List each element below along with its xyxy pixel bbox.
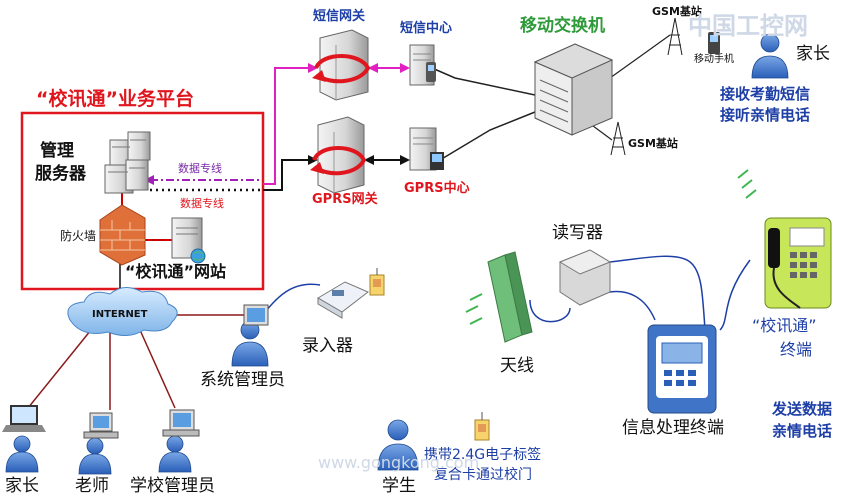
teacher-computer-icon [83,412,119,439]
info-terminal-icon [647,324,717,414]
student-card-icon [474,412,490,441]
id-card-icon [369,268,385,296]
tag-note-1: 携带2.4G电子标签 [424,447,542,463]
sysadmin-computer-icon [243,304,269,326]
parent-person-icon [5,435,39,473]
antenna-label: 天线 [500,356,534,376]
laptop-icon [2,405,46,432]
enroller-device-icon [317,281,369,319]
parent-label: 家长 [5,476,39,496]
management-server-icon [104,131,151,194]
mobile-switch-icon [533,43,614,136]
gsm-top-label: GSM基站 [652,5,702,18]
gprs-gateway-icon [310,116,367,194]
gprs-center-icon [409,127,444,171]
antenna-icon [465,251,533,343]
data-line-bottom-label: 数据专线 [180,197,224,210]
gsm-tower-bottom-icon [610,121,626,156]
gsm-tower-top-icon [667,17,683,56]
mobile-switch-label: 移动交换机 [520,16,605,36]
website-label: “校讯通”网站 [125,262,227,281]
sys-admin-label: 系统管理员 [200,370,285,390]
sms-center-icon [409,44,436,86]
gprs-gateway-label: GPRS网关 [312,192,378,207]
website-server-icon [171,217,206,264]
watermark-url: www.gongkong.com [318,453,480,472]
platform-title: “校讯通”业务平台 [36,88,194,110]
mobile-phone-icon [708,32,720,54]
xxt-terminal-label-2: 终端 [780,340,813,359]
internet-cloud-icon [67,287,178,336]
watermark-logo: 中国工控网 [688,12,808,40]
teacher-person-icon [78,437,112,475]
reader-label: 读写器 [552,223,603,243]
xxt-terminal-label-1: “校讯通” [752,316,817,335]
student-label: 学生 [382,476,416,496]
parent-top-label: 家长 [796,44,830,64]
parent-top-person-icon [751,33,789,79]
student-person-icon [377,419,419,471]
tag-note-2: 复合卡通过校门 [434,467,532,483]
internet-label: INTERNET [92,309,148,320]
terminal-label: 信息处理终端 [622,418,724,438]
gprs-link [263,159,310,191]
send-data-label-2: 亲情电话 [772,422,833,440]
management-server-label-2: 服务器 [35,164,86,184]
management-server-label-1: 管理 [40,141,74,161]
sys-admin-person-icon [231,320,269,367]
gsm-bottom-label: GSM基站 [628,137,678,150]
xxt-terminal-icon [764,217,832,309]
sms-link [263,67,310,185]
enroller-label: 录入器 [302,336,353,356]
firewall-icon [99,204,146,266]
reader-device-icon [558,249,612,306]
parent-desc-1: 接收考勤短信 [720,85,811,103]
sms-gateway-label: 短信网关 [313,9,366,24]
admin-computer-icon [162,409,200,437]
parent-desc-2: 接听亲情电话 [720,106,811,124]
sms-center-label: 短信中心 [400,21,453,36]
firewall-label: 防火墙 [60,229,97,243]
gprs-center-label: GPRS中心 [404,181,470,196]
school-admin-label: 学校管理员 [130,476,215,496]
school-admin-person-icon [158,435,192,473]
data-line-top-label: 数据专线 [178,162,222,175]
platform-frame [20,111,265,291]
teacher-label: 老师 [75,476,109,496]
send-data-label-1: 发送数据 [772,400,833,418]
sms-gateway-icon [312,29,371,101]
mobile-phone-label: 移动手机 [694,54,734,65]
signal-icon [737,169,757,199]
internet-links [27,314,250,410]
